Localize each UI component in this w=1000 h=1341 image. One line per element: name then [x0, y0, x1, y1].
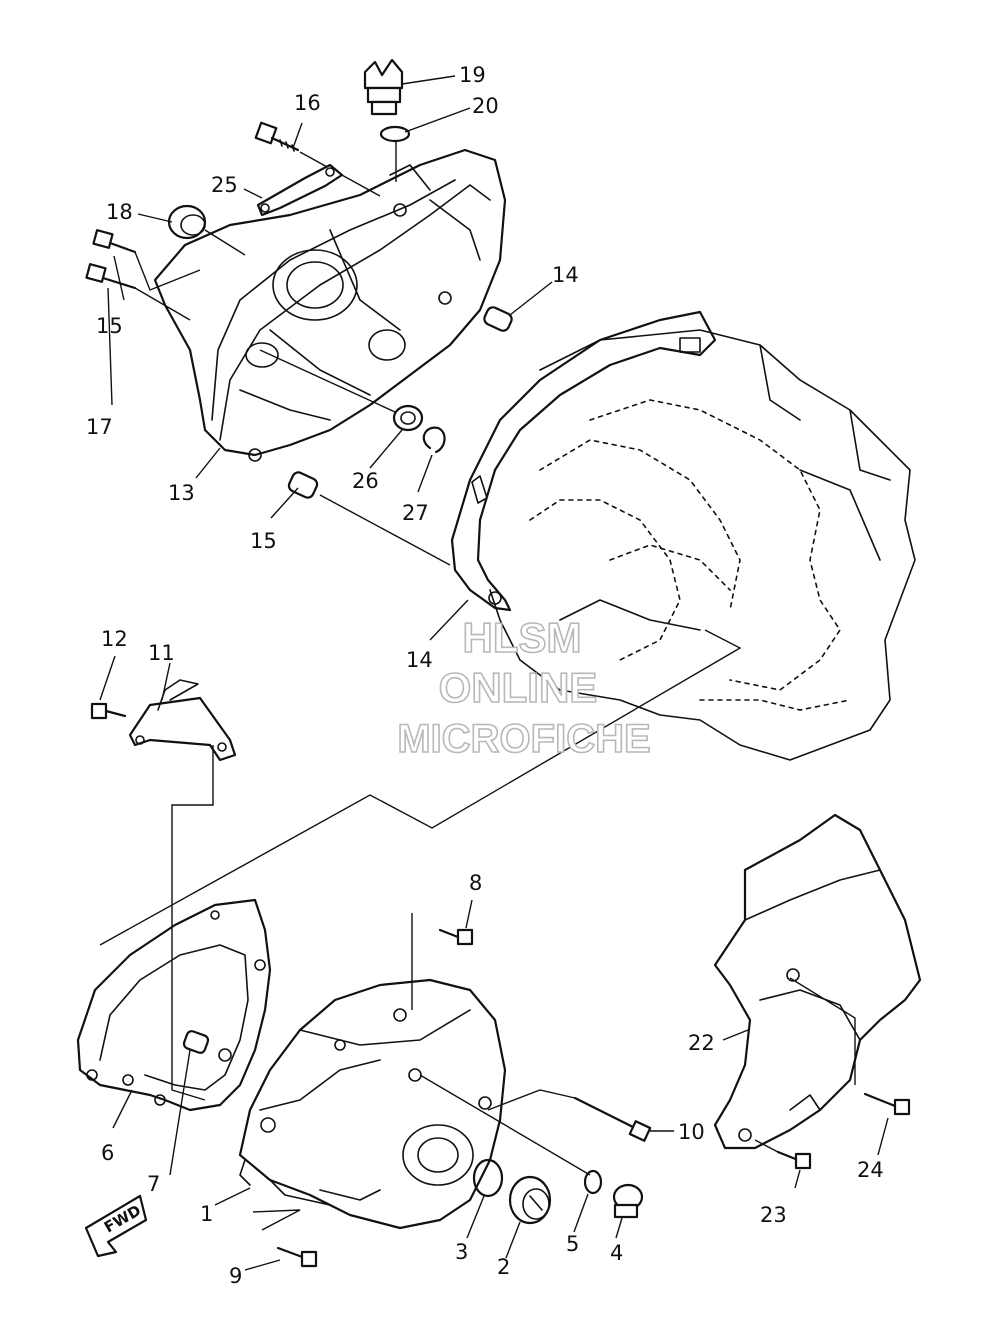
oil-seal-26	[392, 404, 424, 432]
watermark-line-1: HLSM	[463, 614, 582, 661]
dowel-7	[182, 1030, 210, 1054]
watermark: HLSM ONLINE MICROFICHE	[397, 613, 652, 762]
callout-27: 27	[402, 501, 429, 525]
watermark-line-2: ONLINE	[439, 664, 598, 711]
cap-2	[508, 1175, 552, 1225]
callout-6: 6	[101, 1141, 114, 1165]
callout-2: 2	[497, 1255, 510, 1279]
o-ring-3	[472, 1158, 504, 1198]
bolt-9	[276, 1246, 318, 1268]
bolt-23	[776, 1150, 812, 1170]
gasket-14	[450, 310, 717, 612]
crankcase-cover-13	[153, 148, 507, 462]
callout-9: 9	[229, 1264, 242, 1288]
engine-block	[489, 329, 916, 761]
bolt-8	[438, 928, 474, 946]
callout-5: 5	[566, 1232, 579, 1256]
bolt-18	[85, 263, 137, 290]
callout-21: 20	[472, 94, 499, 118]
callout-3: 3	[455, 1240, 468, 1264]
callout-19: 18	[106, 200, 133, 224]
callout-1: 1	[200, 1202, 213, 1226]
callout-22: 22	[688, 1031, 715, 1055]
bracket-25	[256, 163, 344, 217]
callout-23: 23	[760, 1203, 787, 1227]
cover-22	[713, 813, 922, 1150]
gasket-6	[76, 898, 272, 1112]
o-ring-5	[583, 1169, 603, 1195]
oil-filler-plug-20	[363, 58, 404, 116]
callout-24: 24	[857, 1158, 884, 1182]
plug-4	[612, 1183, 644, 1219]
callout-4: 4	[610, 1241, 623, 1265]
callout-14: 14	[406, 648, 433, 672]
crankcase-cover-1	[238, 978, 507, 1230]
fwd-arrow-icon: FWD	[84, 1194, 148, 1258]
callout-20: 19	[459, 63, 486, 87]
callout-13: 13	[168, 481, 195, 505]
damper-19	[167, 204, 207, 240]
o-ring-21	[379, 125, 411, 143]
leader-lines	[99, 75, 889, 1271]
callout-15-lower: 15	[250, 529, 277, 553]
bolt-17	[254, 121, 300, 152]
callout-25: 25	[211, 173, 238, 197]
callout-16: 15	[96, 314, 123, 338]
callout-12: 12	[101, 627, 128, 651]
bracket-11	[128, 679, 237, 762]
bolt-24	[863, 1092, 911, 1116]
callout-10: 10	[678, 1120, 705, 1144]
bolt-16	[92, 229, 137, 254]
dowel-15-lower	[287, 471, 319, 499]
callout-11: 11	[148, 641, 175, 665]
callout-numbers: 19 20 16 25 18 15 17 13 26 27 14 15 14 1…	[86, 63, 884, 1288]
callout-15-upper: 14	[552, 263, 579, 287]
screw-12	[90, 702, 127, 720]
callout-8: 8	[469, 871, 482, 895]
dowel-15-upper	[483, 306, 513, 332]
callout-7: 7	[147, 1172, 160, 1196]
watermark-line-3: MICROFICHE	[397, 717, 650, 761]
bolt-10	[573, 1096, 652, 1142]
callout-18: 17	[86, 415, 113, 439]
circlip-27	[422, 426, 446, 454]
callout-17: 16	[294, 91, 321, 115]
callout-26: 26	[352, 469, 379, 493]
